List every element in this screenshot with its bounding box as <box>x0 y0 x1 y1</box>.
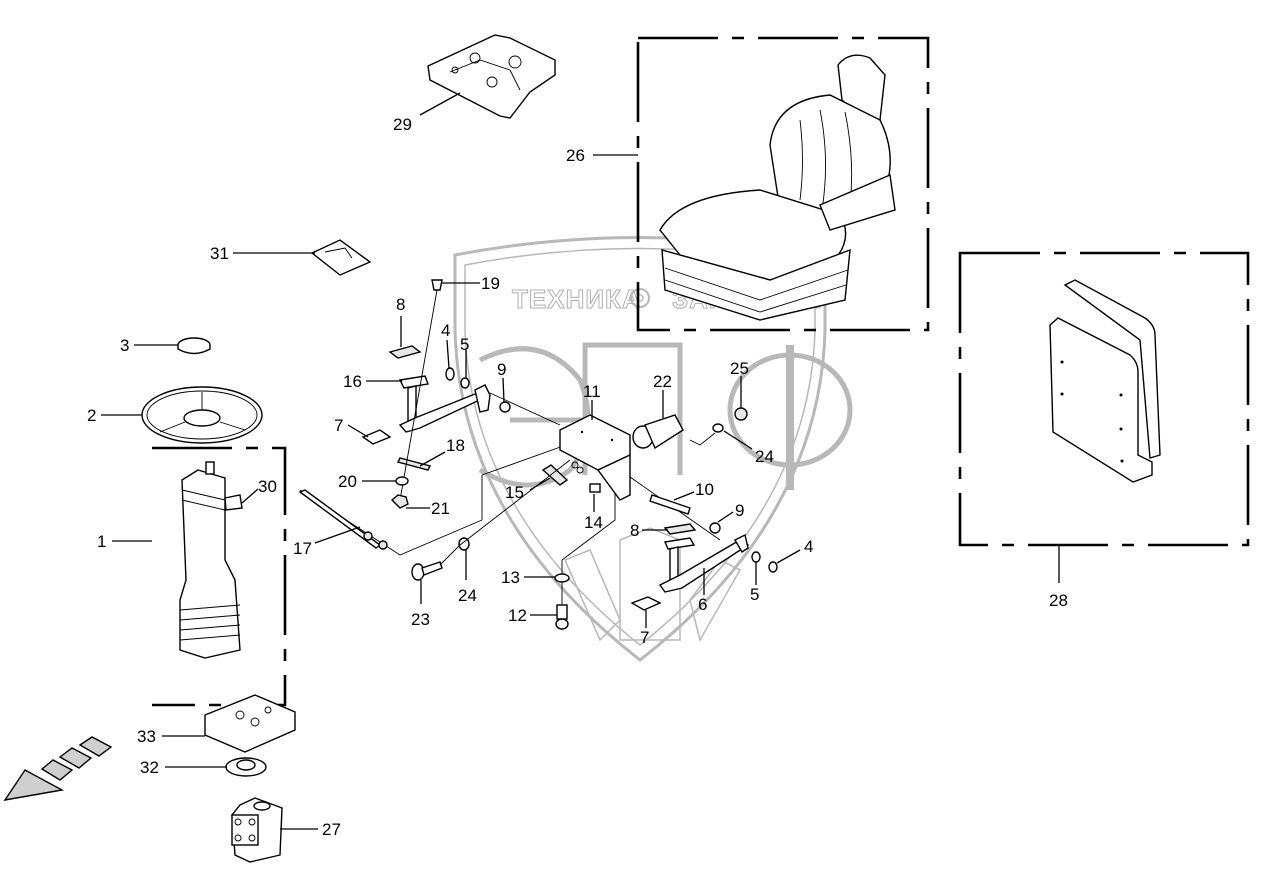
callout-25: 25 <box>730 359 749 378</box>
callouts: 29 26 31 3 2 1 30 33 32 27 19 8 <box>87 92 1068 839</box>
part-column-housing-1 <box>179 461 243 659</box>
part-cap-3 <box>177 337 211 355</box>
part-pad-7b <box>630 596 662 611</box>
linkage-line <box>489 392 561 426</box>
callout-32: 32 <box>140 758 159 777</box>
part-shaft-10 <box>649 494 691 515</box>
part-pedal-6 <box>658 533 750 593</box>
part-washer-20 <box>395 476 409 486</box>
watermark-letter-p <box>582 342 683 475</box>
callout-28: 28 <box>1049 591 1068 610</box>
part-o-ring-5b <box>751 551 761 563</box>
callout-13: 13 <box>501 568 520 587</box>
part-pedal-pad-8b <box>663 523 697 535</box>
callout-23: 23 <box>411 610 430 629</box>
part-washer-24a <box>458 537 470 551</box>
part-nut-25 <box>734 407 748 421</box>
front-direction-arrow <box>3 736 113 801</box>
part-steering-wheel-2 <box>141 386 263 444</box>
callout-10: 10 <box>695 480 714 499</box>
callout-20: 20 <box>338 472 357 491</box>
callout-3: 3 <box>120 336 129 355</box>
assembly-line-19 <box>399 289 438 501</box>
part-o-ring-5a <box>460 377 470 389</box>
part-operator-seat-26 <box>659 54 896 321</box>
callout-33: 33 <box>137 727 156 746</box>
part-o-ring-4b <box>768 561 778 573</box>
watermark-wheat <box>564 527 742 642</box>
part-bracket-31 <box>310 239 372 276</box>
part-coupling-32 <box>225 757 267 777</box>
callout-8b: 8 <box>630 521 639 540</box>
callout-5a: 5 <box>460 335 469 354</box>
part-pedal-pad-8a <box>388 345 422 359</box>
callout-16: 16 <box>343 372 362 391</box>
callout-2: 2 <box>87 406 96 425</box>
part-pad-7a <box>361 429 392 445</box>
part-spring-15 <box>541 464 569 486</box>
part-cable-17 <box>298 489 388 550</box>
part-bolt-12 <box>555 604 569 630</box>
callout-6: 6 <box>698 595 707 614</box>
part-mounting-plate-29 <box>427 34 556 119</box>
part-nut-21 <box>390 494 409 509</box>
callout-30: 30 <box>258 477 277 496</box>
callout-29: 29 <box>393 115 412 134</box>
linkage-line <box>299 475 483 556</box>
part-valve-22 <box>632 414 716 450</box>
callout-31: 31 <box>210 244 229 263</box>
part-bushing-14 <box>589 483 601 493</box>
callout-7a: 7 <box>334 416 343 435</box>
gear-icon <box>630 288 650 308</box>
callout-12: 12 <box>508 606 527 625</box>
part-folding-seat-28 <box>1049 279 1161 483</box>
part-washer-24b <box>712 423 724 433</box>
callout-4b: 4 <box>804 537 813 556</box>
callout-1: 1 <box>97 532 106 551</box>
part-bracket-11 <box>559 414 631 501</box>
callout-7b: 7 <box>640 628 649 647</box>
watermark-shield-outer <box>453 236 827 662</box>
part-plate-18 <box>396 457 432 471</box>
callout-4a: 4 <box>441 321 450 340</box>
callout-17: 17 <box>293 539 312 558</box>
callout-9a: 9 <box>497 360 506 379</box>
callout-5b: 5 <box>750 585 759 604</box>
part-bushing-9b <box>709 522 721 534</box>
group-box-column-1 <box>152 446 287 707</box>
callout-15: 15 <box>505 483 524 502</box>
callout-27: 27 <box>322 820 341 839</box>
callout-26: 26 <box>566 146 585 165</box>
group-box-seat-26 <box>636 36 930 332</box>
callout-8a: 8 <box>396 295 405 314</box>
part-steering-unit-27 <box>231 797 283 863</box>
part-bushing-9a <box>499 401 511 413</box>
part-bolt-23 <box>411 561 443 581</box>
callout-11: 11 <box>583 382 601 401</box>
callout-18: 18 <box>446 436 465 455</box>
callout-22: 22 <box>653 372 672 391</box>
callout-21: 21 <box>431 499 450 518</box>
part-screw-19 <box>431 279 443 291</box>
part-pedal-16 <box>398 375 491 433</box>
callout-9b: 9 <box>735 501 744 520</box>
callout-19: 19 <box>481 274 500 293</box>
group-box-seat-28 <box>958 251 1250 547</box>
watermark-shield-inner <box>464 247 816 646</box>
callout-24a: 24 <box>458 586 477 605</box>
part-o-ring-4a <box>445 367 455 381</box>
part-gasket-plate-33 <box>204 694 296 753</box>
callout-24b: 24 <box>755 447 774 466</box>
watermark-left-text: ТЕХНИКА <box>512 284 642 314</box>
callout-14: 14 <box>584 513 603 532</box>
part-washer-13 <box>554 573 570 583</box>
